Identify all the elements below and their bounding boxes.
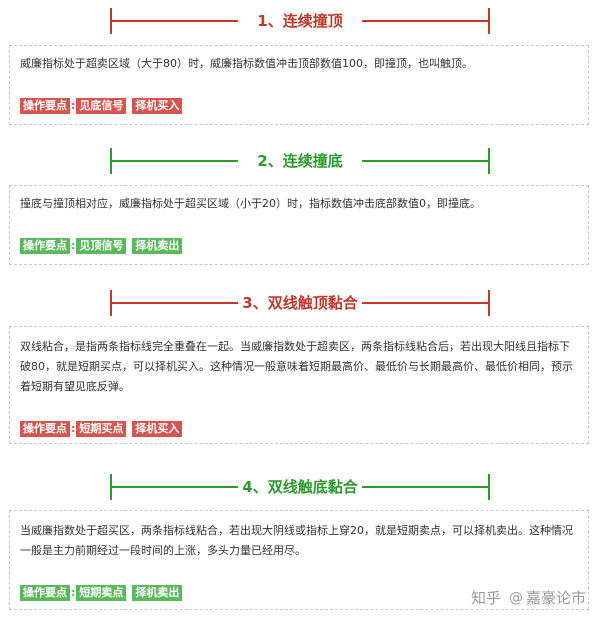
tag-key-points: 操作要点: [20, 98, 70, 114]
tag-signal: 短期买点: [76, 421, 127, 437]
section-1-text: 威廉指标处于超卖区域（大于80）时，威廉指标数值冲击顶部数值100，即撞顶，也叫…: [20, 57, 473, 70]
watermark: 知乎 @ 嘉豪论市: [471, 587, 586, 608]
section-4-text: 当威廉指数处于超买区，两条指标线粘合，若出现大阴线或指标上穿20，就是短期卖点，…: [20, 524, 573, 557]
section-3-title: 3、双线触顶黏合: [242, 294, 358, 312]
tag-separator: :: [71, 586, 76, 599]
section-3-text: 双线粘合，是指两条指标线完全重叠在一起。当威廉指数处于超卖区，两条指标线粘合后，…: [20, 340, 573, 393]
header-right-line: [362, 160, 490, 162]
section-1-header: 1、连续撞顶: [110, 8, 490, 34]
header-right-tick: [488, 8, 490, 34]
watermark-site: 知乎: [470, 589, 501, 607]
section-2-tags: 操作要点 : 见顶信号 择机卖出: [20, 238, 183, 254]
tag-action: 择机卖出: [132, 238, 183, 254]
tag-signal: 见底信号: [76, 98, 127, 114]
section-2-header: 2、连续撞底: [110, 148, 490, 174]
watermark-at: @: [508, 589, 523, 606]
watermark-author: 嘉豪论市: [525, 589, 586, 607]
section-1-tags: 操作要点 : 见底信号 择机买入: [20, 98, 183, 114]
tag-action: 择机买入: [132, 421, 183, 437]
header-right-tick: [488, 474, 490, 500]
section-4-title: 4、双线触底黏合: [242, 478, 358, 496]
tag-signal: 短期卖点: [76, 585, 127, 601]
header-right-tick: [488, 290, 490, 316]
header-right-tick: [488, 148, 490, 174]
header-left-line: [110, 486, 238, 488]
header-right-line: [362, 20, 490, 22]
header-left-line: [110, 302, 238, 304]
section-4-box: 当威廉指数处于超买区，两条指标线粘合，若出现大阴线或指标上穿20，就是短期卖点，…: [9, 510, 589, 610]
section-3-tags: 操作要点 : 短期买点 择机买入: [20, 421, 183, 437]
tag-separator: :: [71, 239, 76, 252]
header-left-line: [110, 160, 238, 162]
tag-separator: :: [71, 99, 76, 112]
section-1-title: 1、连续撞顶: [257, 12, 343, 30]
section-2-title: 2、连续撞底: [257, 152, 343, 170]
section-2-text: 撞底与撞顶相对应，威廉指标处于超买区域（小于20）时，指标数值冲击底部数值0，即…: [20, 197, 481, 210]
tag-action: 择机卖出: [132, 585, 183, 601]
section-2-box: 撞底与撞顶相对应，威廉指标处于超买区域（小于20）时，指标数值冲击底部数值0，即…: [9, 185, 589, 265]
section-3-box: 双线粘合，是指两条指标线完全重叠在一起。当威廉指数处于超卖区，两条指标线粘合后，…: [9, 326, 589, 444]
section-1-box: 威廉指标处于超卖区域（大于80）时，威廉指标数值冲击顶部数值100，即撞顶，也叫…: [9, 45, 589, 125]
tag-key-points: 操作要点: [20, 585, 70, 601]
section-3-header: 3、双线触顶黏合: [110, 290, 490, 316]
tag-key-points: 操作要点: [20, 238, 70, 254]
header-right-line: [362, 302, 490, 304]
tag-action: 择机买入: [132, 98, 183, 114]
header-left-line: [110, 20, 238, 22]
header-right-line: [362, 486, 490, 488]
section-4-tags: 操作要点 : 短期卖点 择机卖出: [20, 585, 183, 601]
tag-signal: 见顶信号: [76, 238, 127, 254]
tag-separator: :: [71, 422, 76, 435]
section-4-header: 4、双线触底黏合: [110, 474, 490, 500]
tag-key-points: 操作要点: [20, 421, 70, 437]
